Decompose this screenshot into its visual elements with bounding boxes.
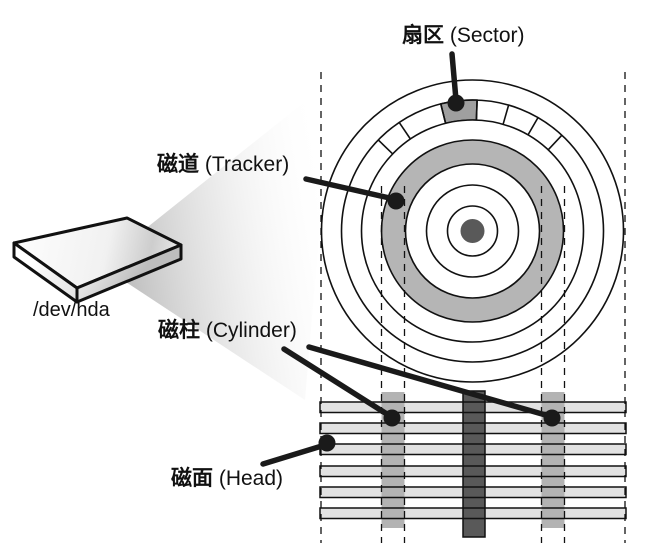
- sector-dividers: [377, 100, 563, 155]
- cylinder-arrow-right: [306, 344, 552, 419]
- projection-beam: [100, 80, 332, 400]
- track-arrow: [303, 176, 397, 202]
- sector-label-cjk: 扇区: [402, 24, 444, 47]
- platter-top-view: [320, 79, 625, 383]
- cylinder-dashed-lines: [320, 72, 626, 543]
- drive-front-face: [75, 243, 183, 304]
- track-label: 磁道 (Tracker): [157, 153, 289, 176]
- head-label-cjk: 磁面: [171, 467, 213, 490]
- cylinder-label: 磁柱 (Cylinder): [158, 319, 297, 342]
- track-arrow-dot: [387, 192, 405, 210]
- device-path-text: /dev/hda: [33, 299, 110, 321]
- cylinder-label-cjk: 磁柱: [158, 319, 200, 342]
- spindle-bar: [462, 390, 486, 538]
- device-path-label: /dev/hda: [33, 299, 110, 321]
- head-label-latin: (Head): [213, 467, 284, 490]
- cylinder-label-latin: (Cylinder): [200, 319, 297, 342]
- sector-label-latin: (Sector): [444, 24, 525, 47]
- platter-stack: [319, 390, 627, 538]
- hard-drive-3d: [12, 216, 183, 304]
- callout-arrows: [260, 51, 561, 467]
- head-arrow-dot: [318, 434, 336, 452]
- sector-arrow: [449, 51, 459, 103]
- cylinder-arrow-right-dot: [543, 409, 561, 427]
- cylinder-bar-right: [541, 392, 565, 528]
- head-arrow: [260, 442, 328, 467]
- sector-label: 扇区 (Sector): [402, 24, 525, 47]
- head-label: 磁面 (Head): [171, 467, 283, 490]
- cylinder-arrow-left: [281, 346, 393, 419]
- platter-outlines: [319, 401, 627, 520]
- spindle-center-dot: [460, 219, 485, 243]
- track-label-latin: (Tracker): [199, 153, 290, 176]
- cylinder-bar-left: [381, 392, 405, 528]
- sector-arrow-dot: [447, 94, 465, 112]
- track-label-cjk: 磁道: [157, 153, 199, 176]
- cylinder-arrow-left-dot: [383, 409, 401, 427]
